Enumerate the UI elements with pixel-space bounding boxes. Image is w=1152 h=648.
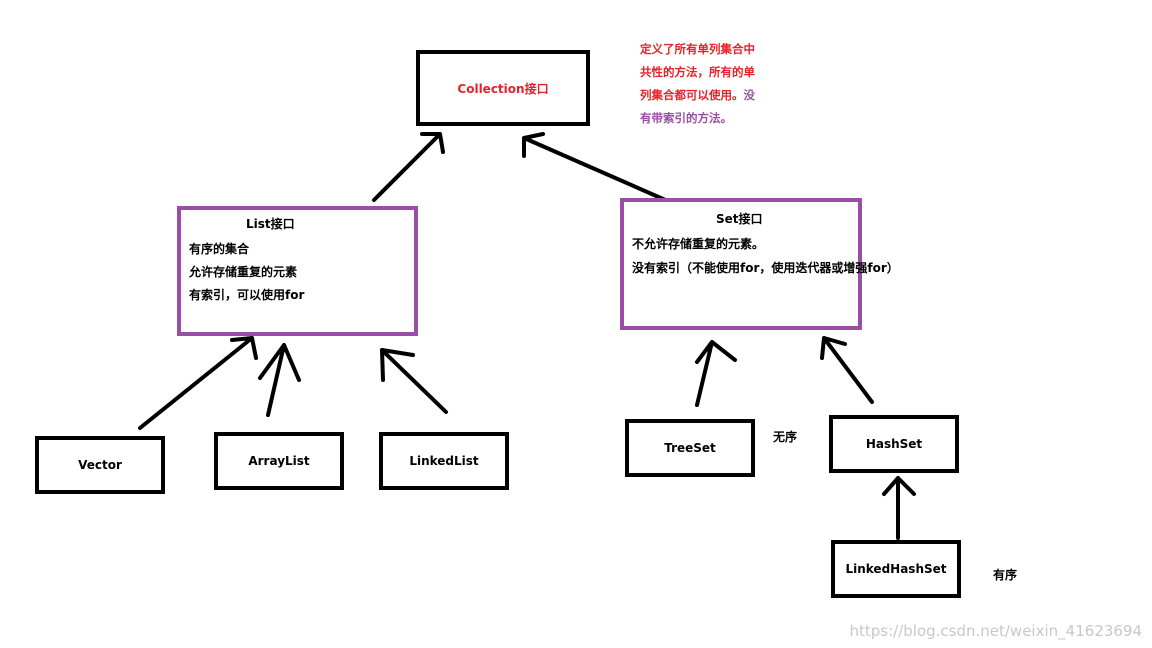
ordered-label: 有序 — [993, 568, 1018, 582]
set-interface-title: Set接口 — [716, 212, 763, 226]
arrow-vector-to-list — [138, 336, 258, 430]
linkedlist-class-box: LinkedList — [379, 432, 509, 490]
list-feature-2: 允许存储重复的元素 — [189, 265, 298, 279]
treeset-class-label: TreeSet — [664, 441, 716, 455]
hashset-class-box: HashSet — [829, 415, 959, 473]
note-line-4: 有带索引的方法。 — [640, 111, 732, 125]
set-interface-box: Set接口 不允许存储重复的元素。 没有索引（不能使用for，使用迭代器或增强f… — [620, 198, 899, 330]
list-interface-box: List接口 有序的集合 允许存储重复的元素 有索引，可以使用for — [177, 206, 418, 336]
linkedhashset-class-box: LinkedHashSet — [831, 540, 961, 598]
list-interface-title: List接口 — [246, 217, 295, 231]
note-line-3-tail: 没 — [743, 88, 756, 102]
treeset-class-box: TreeSet — [625, 419, 755, 477]
arraylist-class-box: ArrayList — [214, 432, 344, 490]
note-line-3-row: 列集合都可以使用。没 — [640, 84, 755, 107]
watermark-text: https://blog.csdn.net/weixin_41623694 — [849, 622, 1142, 640]
collection-interface-label: Collection接口 — [457, 81, 549, 96]
arrow-treeset-to-set — [695, 340, 737, 407]
arrow-linkedhashset-to-hashset — [882, 476, 916, 540]
list-feature-3: 有索引，可以使用for — [189, 288, 305, 302]
arrow-linkedlist-to-list — [380, 348, 448, 414]
vector-class-box: Vector — [35, 436, 165, 494]
note-line-2: 共性的方法，所有的单 — [640, 65, 755, 79]
arrow-hashset-to-set — [820, 336, 874, 404]
collection-interface-box: Collection接口 — [416, 50, 590, 126]
list-feature-1: 有序的集合 — [189, 242, 250, 256]
set-feature-1: 不允许存储重复的元素。 — [632, 237, 765, 251]
vector-class-label: Vector — [78, 458, 122, 472]
linkedlist-class-label: LinkedList — [409, 454, 479, 468]
arrow-arraylist-to-list — [258, 343, 301, 417]
hashset-class-label: HashSet — [865, 437, 923, 451]
arrow-list-to-collection — [372, 132, 445, 202]
arrow-set-to-collection — [522, 132, 672, 204]
collection-note: 定义了所有单列集合中 共性的方法，所有的单 列集合都可以使用。没 有带索引的方法… — [640, 38, 755, 130]
note-line-1: 定义了所有单列集合中 — [640, 42, 755, 56]
note-line-3: 列集合都可以使用。 — [640, 88, 744, 102]
arraylist-class-label: ArrayList — [248, 454, 310, 468]
set-feature-2: 没有索引（不能使用for，使用迭代器或增强for） — [632, 261, 899, 275]
linkedhashset-class-label: LinkedHashSet — [845, 562, 947, 576]
unordered-label: 无序 — [773, 430, 798, 444]
